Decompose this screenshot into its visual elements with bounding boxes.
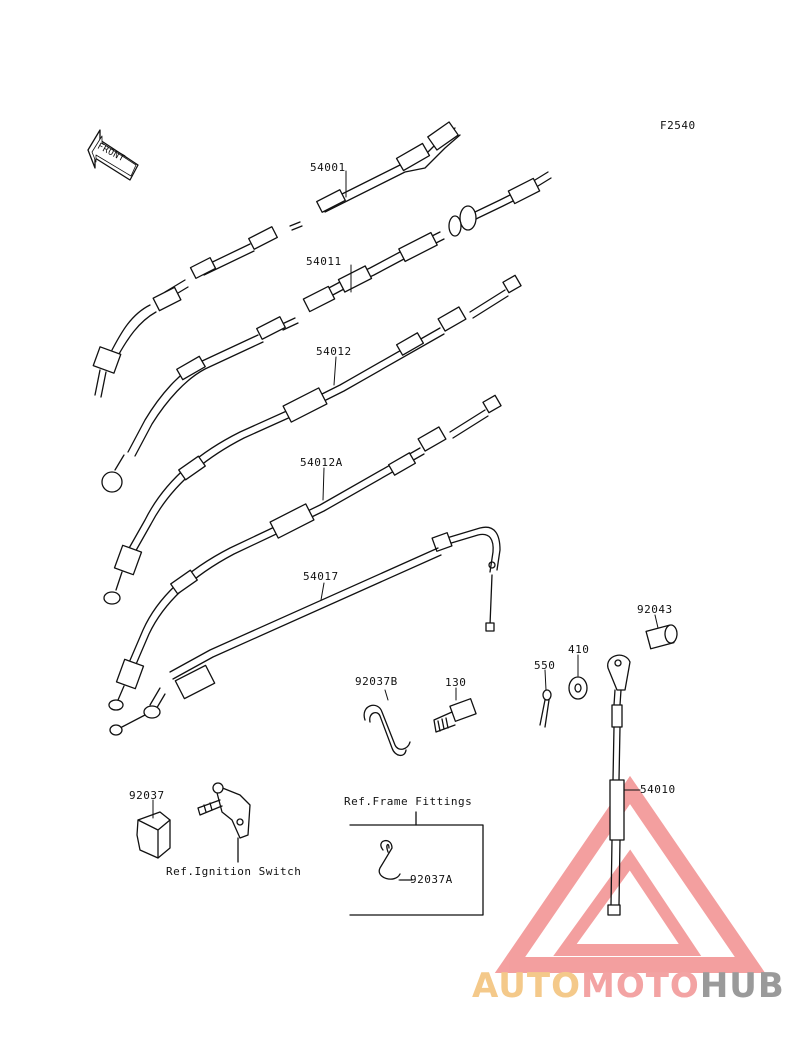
diagram-code-label: F2540	[660, 119, 696, 132]
part-label-54017: 54017	[303, 570, 339, 583]
part-92037-bracket	[136, 811, 171, 859]
ignition-switch-bracket	[197, 782, 251, 863]
part-54010-rod	[607, 654, 631, 916]
part-92037B-clip	[363, 704, 411, 757]
cable-54017	[109, 526, 501, 736]
part-label-550: 550	[534, 659, 556, 672]
part-92043	[645, 624, 678, 650]
watermark-moto: MOTO	[580, 966, 700, 1006]
part-label-92037: 92037	[129, 789, 165, 802]
frame-fittings-box	[349, 811, 484, 916]
ref-frame-fittings-label: Ref.Frame Fittings	[344, 795, 473, 808]
cable-54012	[103, 274, 522, 605]
part-label-92037B: 92037B	[355, 675, 398, 688]
watermark-logo: AUTOMOTOHUB	[472, 966, 785, 1006]
cable-54012A	[108, 394, 502, 711]
part-label-54001: 54001	[310, 161, 346, 174]
part-label-54010: 54010	[640, 783, 676, 796]
part-label-410: 410	[568, 643, 590, 656]
front-arrow-icon	[87, 129, 139, 181]
part-410-washer	[568, 676, 588, 700]
part-130-bolt	[433, 698, 477, 733]
part-label-54012A: 54012A	[300, 456, 343, 469]
cable-54011	[101, 171, 552, 493]
cable-54001	[92, 121, 461, 398]
part-label-54012: 54012	[316, 345, 352, 358]
part-550-pin	[539, 689, 552, 728]
part-label-92037A: 92037A	[410, 873, 453, 886]
part-label-130: 130	[445, 676, 467, 689]
watermark-hub: HUB	[699, 966, 785, 1006]
leader-lines	[152, 170, 659, 881]
ref-ignition-switch-label: Ref.Ignition Switch	[166, 865, 302, 878]
part-label-92043: 92043	[637, 603, 673, 616]
watermark-triangle	[494, 775, 766, 973]
watermark-auto: AUTO	[472, 966, 581, 1006]
part-label-54011: 54011	[306, 255, 342, 268]
